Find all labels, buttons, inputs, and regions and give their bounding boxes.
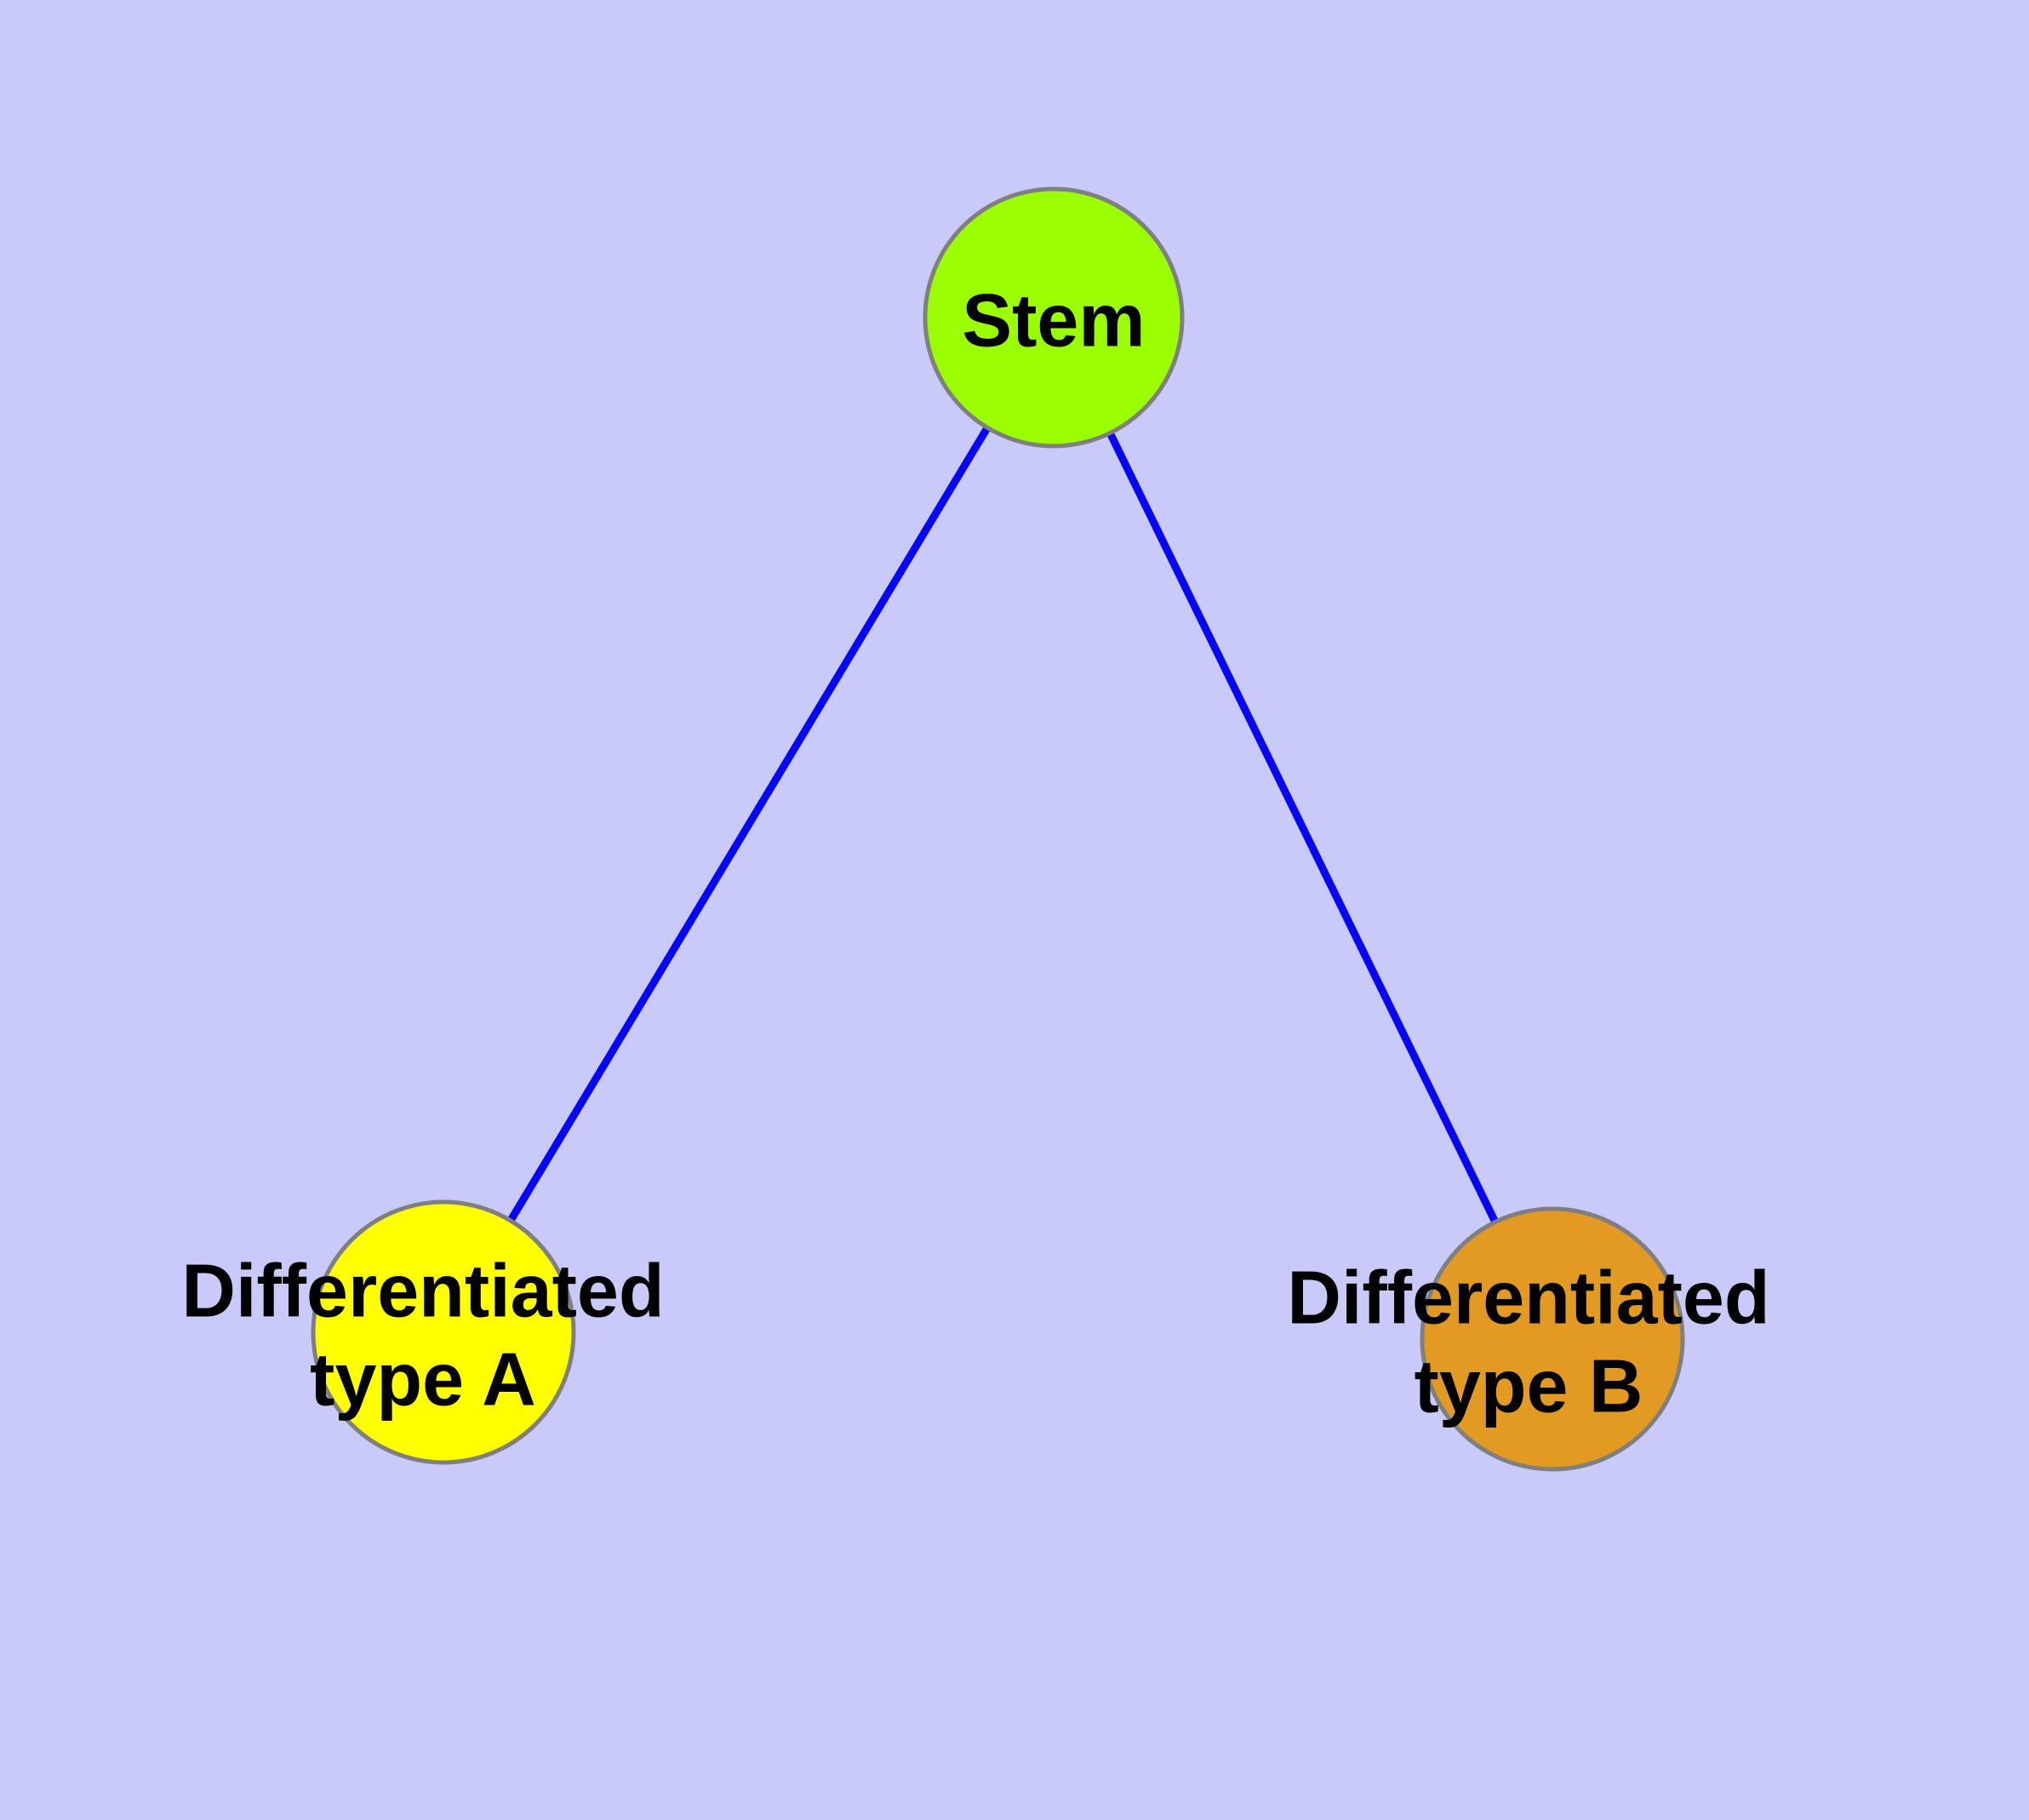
node-differentiated-type-a-label-line-1: Differentiated [181, 1248, 664, 1332]
edge-stem-to-differentiated-type-b [1049, 316, 1557, 1341]
node-differentiated-type-a-label-line-2: type A [310, 1336, 536, 1421]
node-stem-circle [923, 186, 1185, 449]
node-stem-label-line-1: Stem [962, 278, 1145, 362]
node-differentiated-type-b-circle [1420, 1206, 1685, 1472]
node-differentiated-type-b-label-line-2: type B [1415, 1343, 1643, 1428]
edge-stem-to-differentiated-type-a [440, 315, 1057, 1335]
node-stem-label: Stem [962, 278, 1145, 362]
node-differentiated-type-b-label-line-1: Differentiated [1287, 1255, 1769, 1339]
node-differentiated-type-a-circle [311, 1199, 576, 1465]
